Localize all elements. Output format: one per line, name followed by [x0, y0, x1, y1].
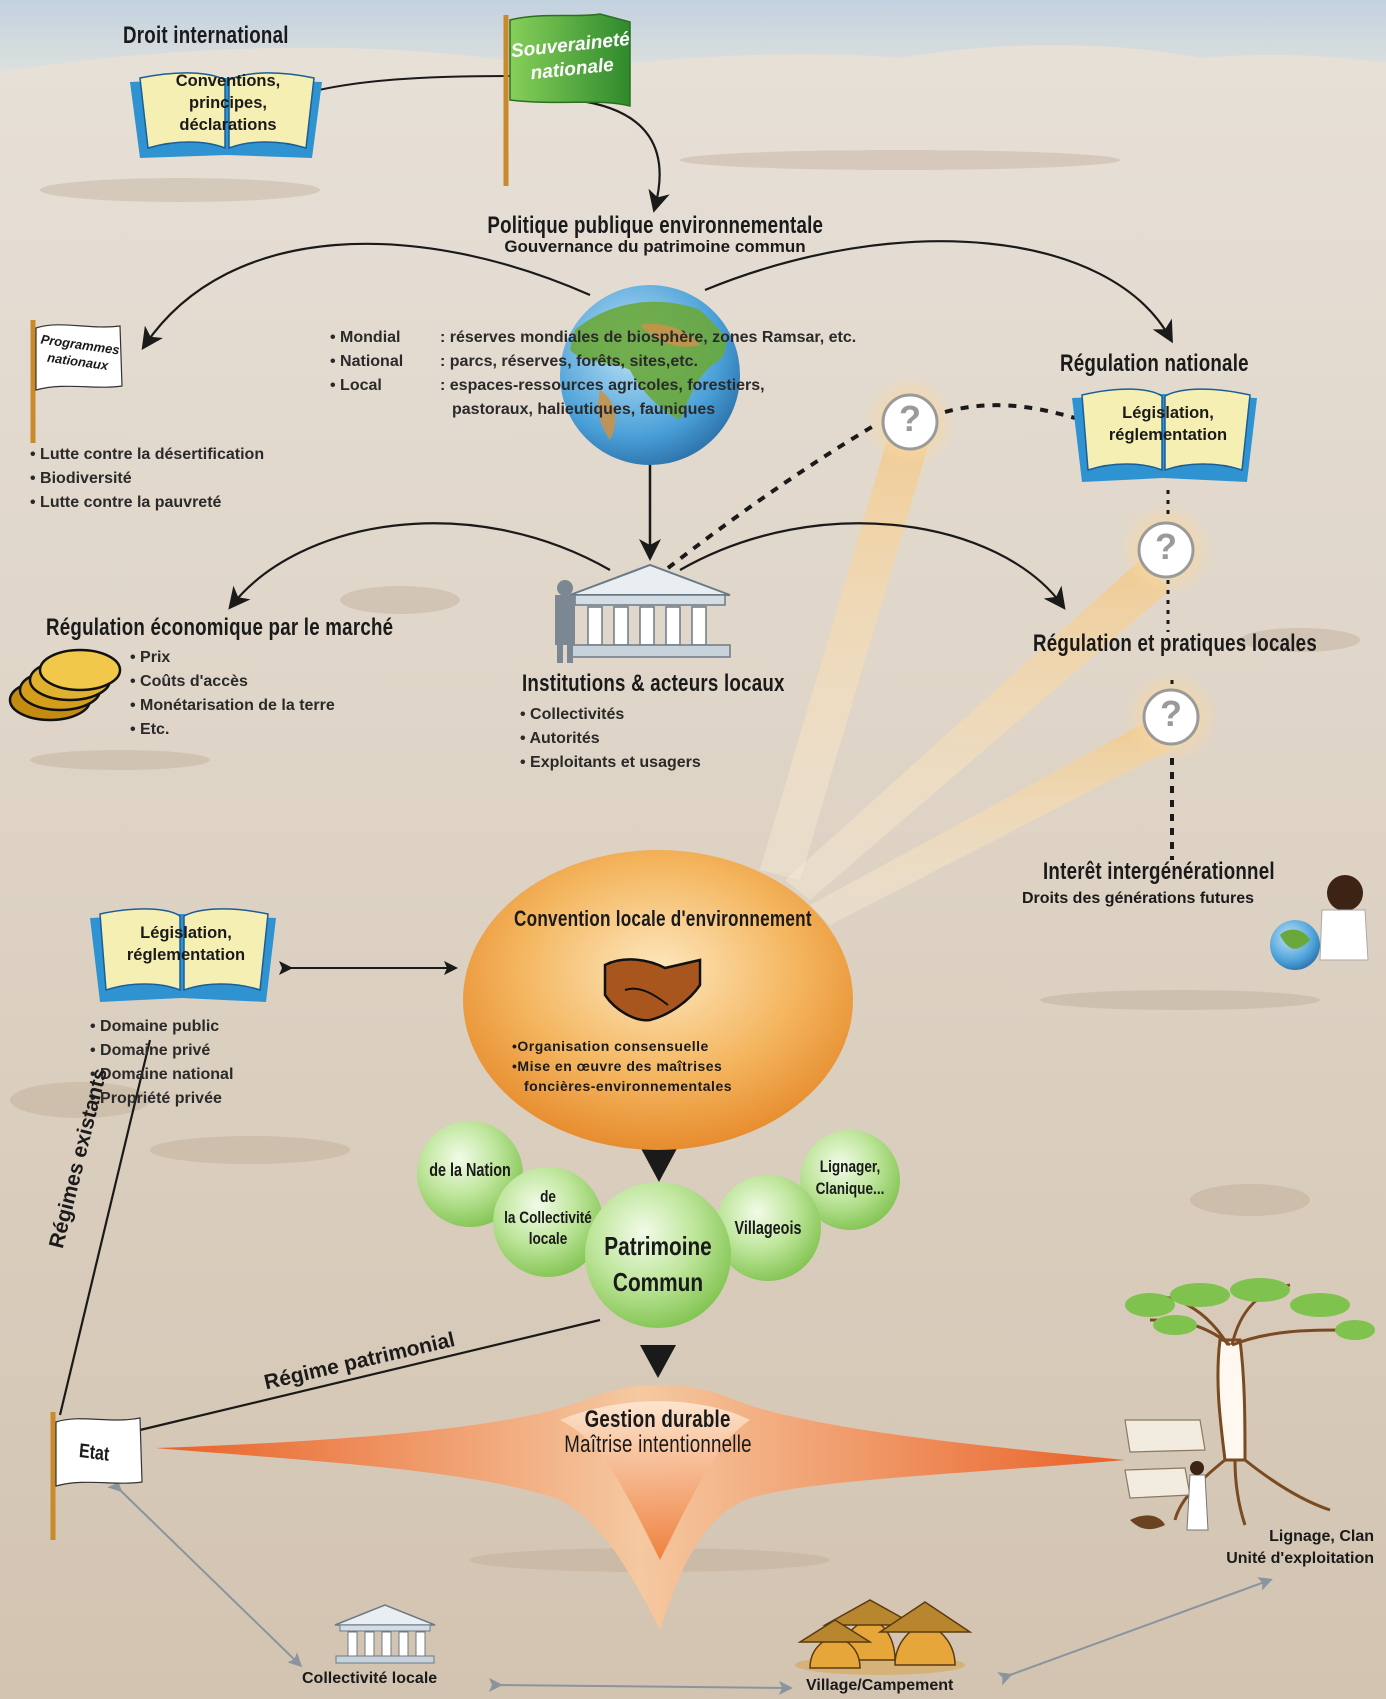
- collectivite-building-icon: [334, 1604, 436, 1664]
- lignage-label: Lignage, Clan Unité d'exploitation: [1226, 1528, 1374, 1567]
- circle-villageois: [715, 1175, 821, 1281]
- circle-nation-label: de la Nation: [429, 1160, 511, 1180]
- village-huts-icon: [795, 1599, 973, 1675]
- flag-programmes-label: Programmes nationaux: [39, 331, 121, 374]
- collectivite-locale-label: Collectivité locale: [302, 1670, 438, 1687]
- regime-patrimonial-label: Régime patrimonial: [262, 1328, 458, 1395]
- institution-building-icon: [555, 563, 731, 663]
- book-regulation-nationale-icon: [1072, 388, 1257, 482]
- question-mark-1: ?: [899, 398, 921, 439]
- question-mark-2: ?: [1155, 526, 1177, 567]
- globe-icon: [560, 285, 740, 465]
- circle-villageois-label: Villageois: [734, 1218, 802, 1238]
- flag-souverainete-icon: [503, 13, 631, 186]
- tree-cattle-icon: [1124, 1278, 1375, 1531]
- interet-subtitle: Droits des générations futures: [1022, 890, 1255, 907]
- question-mark-3: ?: [1160, 693, 1182, 734]
- level-row: • Mondial: réserves mondiales de biosphè…: [330, 329, 857, 346]
- flag-programmes-icon: [30, 320, 123, 443]
- gestion-block: Gestion durable Maîtrise intentionnelle: [488, 1406, 828, 1459]
- politique-title: Politique publique environnementale: [487, 212, 823, 239]
- politique-subtitle: Gouvernance du patrimoine commun: [504, 237, 806, 256]
- regulation-locale-heading: Régulation et pratiques locales: [1033, 630, 1317, 657]
- etat-label: Etat: [78, 1440, 111, 1466]
- legislation-list: • Domaine public • Domaine privé • Domai…: [90, 1018, 234, 1107]
- coins-icon: [8, 648, 122, 722]
- circle-collectivite: [493, 1167, 603, 1277]
- convention-list: •Organisation consensuelle •Mise en œuvr…: [512, 1038, 733, 1094]
- programmes-list: • Lutte contre la désertification • Biod…: [30, 446, 265, 511]
- flag-souverainete-label: Souveraineté nationale: [509, 28, 631, 85]
- globe-levels-list: • Mondial: réserves mondiales de biosphè…: [330, 326, 856, 422]
- village-label: Village/Campement: [806, 1677, 954, 1694]
- book-conventions-text: Conventions, principes, déclarations: [175, 72, 281, 134]
- book-conventions-icon: [130, 72, 322, 158]
- circle-collectivite-label: de la Collectivité locale: [504, 1187, 592, 1248]
- child-with-globe-icon: [1270, 875, 1369, 970]
- circle-lignager: [800, 1130, 900, 1230]
- institutions-list: • Collectivités • Autorités • Exploitant…: [520, 706, 701, 771]
- circle-lignager-label: Lignager, Clanique...: [815, 1157, 885, 1198]
- circle-nation: [417, 1121, 523, 1227]
- droit-international-heading: Droit international: [123, 22, 289, 49]
- politique-block: Politique publique environnementale Gouv…: [420, 212, 890, 257]
- regulation-economique-heading: Régulation économique par le marché: [46, 614, 394, 641]
- book-regulation-nationale-text: Législation, réglementation: [1108, 404, 1228, 444]
- book-legislation-icon: [90, 908, 276, 1002]
- handshake-icon: [603, 958, 702, 1022]
- interet-heading: Interêt intergénérationnel: [1043, 858, 1275, 885]
- level-row: • National: parcs, réserves, forêts, sit…: [330, 353, 698, 370]
- circle-patrimoine-label: Patrimoine Commun: [604, 1231, 712, 1297]
- gestion-subtitle: Maîtrise intentionnelle: [564, 1431, 752, 1458]
- level-row: pastoraux, halieutiques, fauniques: [452, 401, 716, 418]
- question-circles: [881, 393, 1200, 746]
- book-legislation-text: Législation, réglementation: [126, 924, 246, 964]
- regimes-existants-label: Régimes existants: [45, 1066, 112, 1251]
- circle-patrimoine: [585, 1182, 731, 1328]
- regulation-nationale-heading: Régulation nationale: [1060, 350, 1249, 377]
- regulation-economique-list: • Prix • Coûts d'accès • Monétarisation …: [130, 649, 335, 738]
- gestion-title: Gestion durable: [584, 1406, 732, 1433]
- flag-etat-icon: [50, 1412, 143, 1540]
- institutions-heading: Institutions & acteurs locaux: [522, 670, 785, 697]
- convention-heading: Convention locale d'environnement: [514, 906, 812, 931]
- level-row: • Local: espaces-ressources agricoles, f…: [330, 377, 765, 394]
